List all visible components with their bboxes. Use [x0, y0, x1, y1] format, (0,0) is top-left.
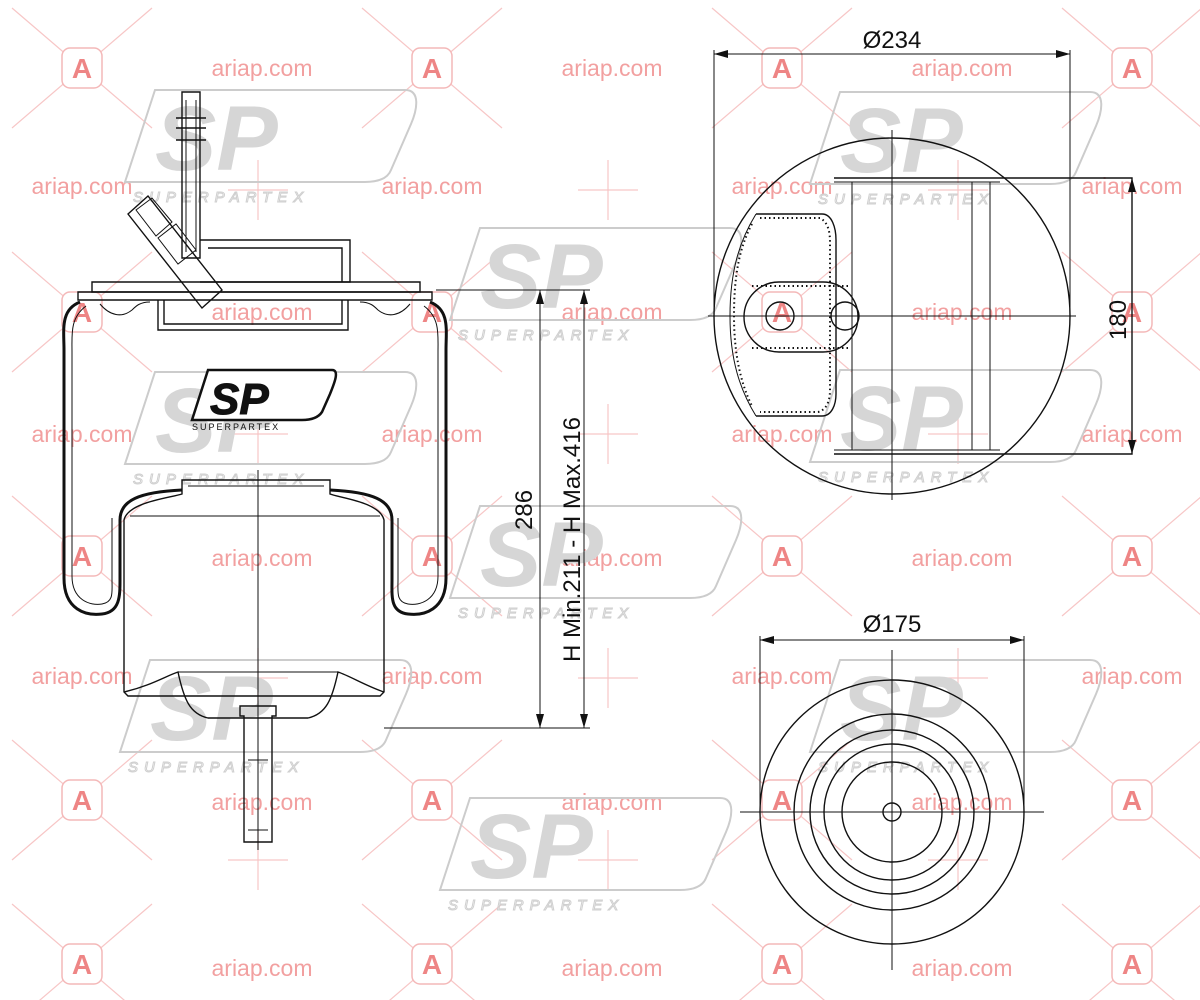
watermark-text: ariap.com [32, 421, 133, 447]
svg-text:SUPERPARTEX: SUPERPARTEX [458, 327, 634, 344]
watermark-text: ariap.com [212, 955, 313, 981]
bottom-view: Ø175 [740, 611, 1044, 970]
svg-text:A: A [422, 785, 442, 816]
watermark-badge: A [761, 779, 803, 821]
svg-text:SP: SP [480, 226, 603, 328]
side-view: SP SUPERPARTEX [62, 91, 448, 850]
svg-text:SUPERPARTEX: SUPERPARTEX [818, 191, 994, 208]
svg-text:SUPERPARTEX: SUPERPARTEX [818, 469, 994, 486]
watermark-text: ariap.com [912, 955, 1013, 981]
watermark-text: ariap.com [1082, 663, 1183, 689]
watermark-text: ariap.com [912, 789, 1013, 815]
svg-text:SUPERPARTEX: SUPERPARTEX [133, 189, 309, 206]
watermark-badge: A [411, 47, 453, 89]
plate-width-label: 180 [1105, 300, 1132, 340]
svg-text:A: A [72, 53, 92, 84]
watermark-texts: ariap.com ariap.com ariap.com ariap.com aria… [32, 55, 1183, 981]
watermark-badge: A [61, 47, 103, 89]
svg-text:SP: SP [155, 88, 278, 190]
svg-text:A: A [772, 297, 792, 328]
svg-text:A: A [1122, 53, 1142, 84]
svg-text:SUPERPARTEX: SUPERPARTEX [458, 605, 634, 622]
svg-text:A: A [1122, 949, 1142, 980]
watermark-text: ariap.com [732, 421, 833, 447]
svg-text:A: A [1122, 541, 1142, 572]
watermark-badge: A [411, 943, 453, 985]
sp-ghost-logos: SPSUPERPARTEXSPSUPERPARTEXSPSUPERPARTEXS… [118, 88, 1103, 915]
watermark-text: ariap.com [732, 663, 833, 689]
watermark-badge: A [761, 943, 803, 985]
svg-text:SP: SP [840, 658, 963, 760]
watermark-text: ariap.com [912, 299, 1013, 325]
watermark-text: ariap.com [382, 173, 483, 199]
watermark-badge: A [411, 535, 453, 577]
svg-text:A: A [772, 53, 792, 84]
svg-text:SP: SP [840, 368, 963, 470]
watermark-text: ariap.com [562, 55, 663, 81]
watermark-badge: A [1111, 535, 1153, 577]
watermark-text: ariap.com [912, 545, 1013, 571]
watermark-text: ariap.com [912, 55, 1013, 81]
watermark-text: ariap.com [382, 421, 483, 447]
watermark-text: ariap.com [732, 173, 833, 199]
watermark-text: ariap.com [562, 955, 663, 981]
svg-text:SUPERPARTEX: SUPERPARTEX [818, 759, 994, 776]
watermark-badge: A [761, 47, 803, 89]
watermark-text: ariap.com [32, 173, 133, 199]
watermark-text: ariap.com [212, 545, 313, 571]
top-diameter-label: Ø234 [863, 27, 922, 54]
side-view-dimensions: 286 H Min.211 - H Max.416 [384, 289, 590, 729]
watermark-badge: A [61, 535, 103, 577]
top-view: Ø234 180 [708, 27, 1136, 500]
svg-text:SP: SP [150, 658, 273, 760]
svg-text:A: A [772, 949, 792, 980]
svg-text:A: A [72, 297, 92, 328]
watermark-text: ariap.com [212, 55, 313, 81]
svg-text:A: A [772, 541, 792, 572]
watermark-text: ariap.com [562, 789, 663, 815]
svg-text:A: A [72, 949, 92, 980]
svg-text:A: A [422, 53, 442, 84]
svg-text:SP: SP [470, 796, 593, 898]
sp-logo-text: SP [210, 375, 269, 424]
sp-logo-subtext: SUPERPARTEX [192, 422, 280, 432]
watermark-text: ariap.com [212, 299, 313, 325]
svg-text:SUPERPARTEX: SUPERPARTEX [448, 897, 624, 914]
svg-text:A: A [1122, 785, 1142, 816]
svg-text:SP: SP [480, 504, 603, 606]
overall-height-label: 286 [511, 490, 538, 530]
watermark-badge: A [761, 535, 803, 577]
watermark-badge: A [61, 943, 103, 985]
svg-text:A: A [772, 785, 792, 816]
watermark-badge: A [761, 291, 803, 333]
watermark-text: ariap.com [32, 663, 133, 689]
svg-text:SUPERPARTEX: SUPERPARTEX [128, 759, 304, 776]
sp-logo: SP SUPERPARTEX [190, 368, 338, 432]
watermark-badge: A [1111, 47, 1153, 89]
watermark-badge: A [1111, 943, 1153, 985]
svg-text:A: A [72, 541, 92, 572]
watermark-text: ariap.com [562, 545, 663, 571]
svg-text:A: A [422, 541, 442, 572]
watermark-badge: A [1111, 779, 1153, 821]
watermark-badge: A [61, 779, 103, 821]
stroke-range-label: H Min.211 - H Max.416 [559, 417, 586, 662]
watermark-text: ariap.com [382, 663, 483, 689]
bottom-diameter-label: Ø175 [863, 611, 922, 638]
watermark-text: ariap.com [212, 789, 313, 815]
svg-text:A: A [72, 785, 92, 816]
watermark-badge: A [411, 779, 453, 821]
svg-text:A: A [422, 949, 442, 980]
